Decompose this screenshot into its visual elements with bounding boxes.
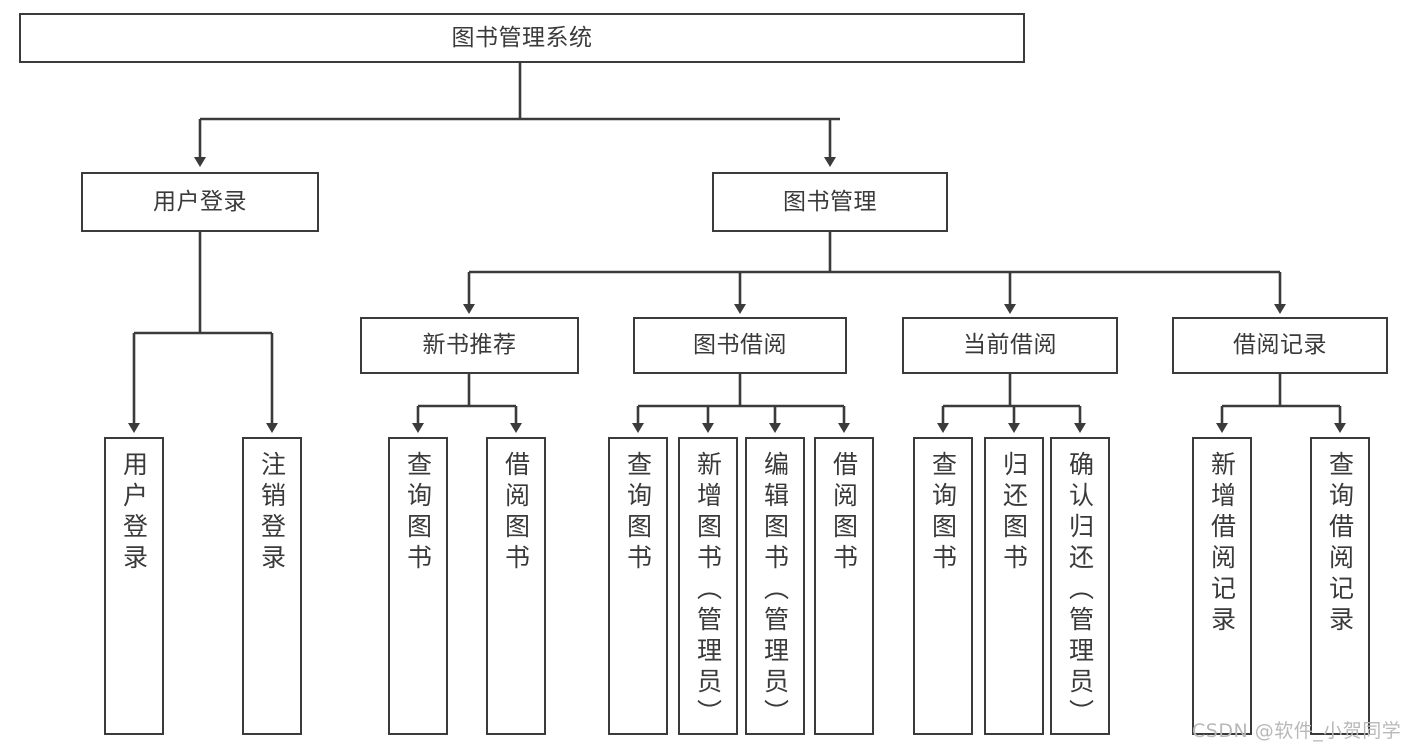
node-leaf-add-borrow-record-label: 新增借阅记录 xyxy=(1207,451,1237,637)
node-leaf-confirm-return-admin[interactable]: 确认归还（管理员） xyxy=(1050,437,1110,735)
node-user-login[interactable]: 用户登录 xyxy=(81,172,319,232)
node-leaf-user-login-label: 用户登录 xyxy=(119,451,149,575)
node-leaf-edit-book-admin[interactable]: 编辑图书（管理员） xyxy=(745,437,805,735)
node-book-borrow-label: 图书借阅 xyxy=(693,332,787,359)
node-leaf-user-logout-label: 注销登录 xyxy=(257,451,287,575)
node-leaf-add-borrow-record[interactable]: 新增借阅记录 xyxy=(1192,437,1252,735)
node-leaf-return-book-label: 归还图书 xyxy=(999,451,1029,575)
node-user-login-label: 用户登录 xyxy=(153,188,247,215)
node-borrow-record[interactable]: 借阅记录 xyxy=(1172,317,1388,374)
node-root-system[interactable]: 图书管理系统 xyxy=(19,13,1025,63)
node-leaf-confirm-return-admin-label: 确认归还（管理员） xyxy=(1065,451,1095,730)
node-leaf-borrow-book-rec-label: 借阅图书 xyxy=(501,451,531,575)
csdn-watermark: CSDN @软件_小贺同学 xyxy=(1192,720,1402,742)
node-book-management[interactable]: 图书管理 xyxy=(712,172,948,232)
node-leaf-query-book-borrow-label: 查询图书 xyxy=(623,451,653,575)
node-leaf-query-book-rec-label: 查询图书 xyxy=(403,451,433,575)
node-leaf-query-book-borrow[interactable]: 查询图书 xyxy=(608,437,668,735)
node-new-book-recommend-label: 新书推荐 xyxy=(422,332,517,359)
node-borrow-record-label: 借阅记录 xyxy=(1233,332,1327,359)
node-leaf-query-book-current[interactable]: 查询图书 xyxy=(913,437,973,735)
node-leaf-borrow-book-borrow[interactable]: 借阅图书 xyxy=(814,437,874,735)
node-leaf-edit-book-admin-label: 编辑图书（管理员） xyxy=(760,451,790,730)
node-leaf-borrow-book-rec[interactable]: 借阅图书 xyxy=(486,437,546,735)
node-book-borrow[interactable]: 图书借阅 xyxy=(633,317,847,374)
node-book-management-label: 图书管理 xyxy=(783,188,877,215)
node-new-book-recommend[interactable]: 新书推荐 xyxy=(360,317,579,374)
node-leaf-user-logout[interactable]: 注销登录 xyxy=(242,437,302,735)
node-current-borrow-label: 当前借阅 xyxy=(963,332,1057,359)
node-leaf-return-book[interactable]: 归还图书 xyxy=(984,437,1044,735)
node-leaf-query-borrow-record[interactable]: 查询借阅记录 xyxy=(1310,437,1370,735)
node-leaf-user-login[interactable]: 用户登录 xyxy=(104,437,164,735)
node-leaf-add-book-admin-label: 新增图书（管理员） xyxy=(693,451,723,730)
node-current-borrow[interactable]: 当前借阅 xyxy=(902,317,1118,374)
node-leaf-borrow-book-borrow-label: 借阅图书 xyxy=(829,451,859,575)
node-leaf-query-book-current-label: 查询图书 xyxy=(928,451,958,575)
node-leaf-query-book-rec[interactable]: 查询图书 xyxy=(388,437,448,735)
node-leaf-query-borrow-record-label: 查询借阅记录 xyxy=(1325,451,1355,637)
node-root-label: 图书管理系统 xyxy=(451,24,593,51)
node-leaf-add-book-admin[interactable]: 新增图书（管理员） xyxy=(678,437,738,735)
